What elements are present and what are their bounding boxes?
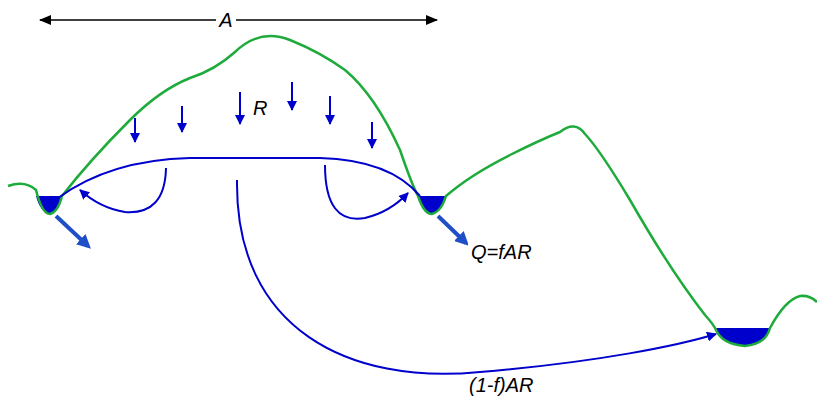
rain-arrows [135, 82, 372, 148]
regional-flow-label: (1-f)AR [466, 374, 536, 396]
discharge-label: Q=fAR [468, 241, 535, 263]
width-label: A [216, 9, 235, 31]
terrain-profile [8, 36, 817, 346]
water-table [58, 158, 420, 198]
outflow-arrow [438, 216, 466, 243]
outflow-arrow [56, 216, 88, 246]
channel-water [716, 328, 770, 346]
width-arrow [40, 19, 437, 21]
recharge-label: R [250, 97, 270, 119]
flow-paths [80, 165, 716, 374]
